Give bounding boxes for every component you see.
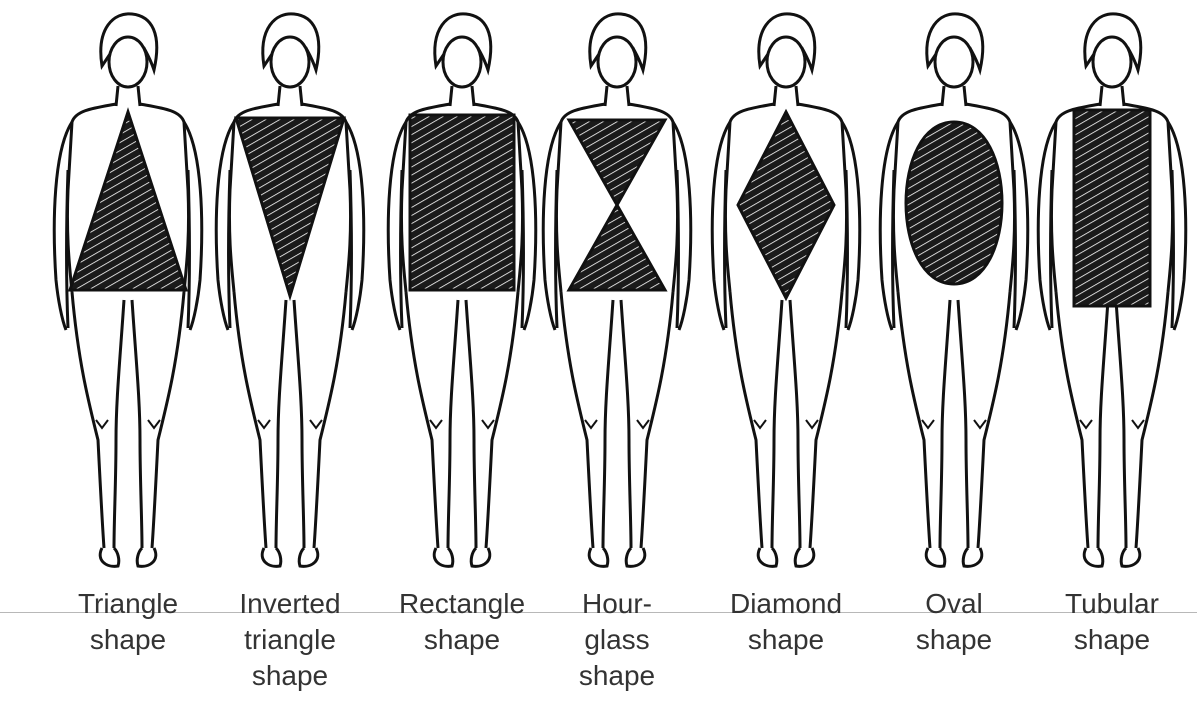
- knees-icon: [258, 420, 322, 428]
- inverted-triangle-shape-overlay: [236, 118, 344, 296]
- figure-diamond: [712, 14, 859, 566]
- hourglass-label-line: glass: [532, 622, 702, 658]
- knees-icon: [1080, 420, 1144, 428]
- feet-icon: [100, 548, 156, 566]
- right-leg-icon: [132, 292, 184, 548]
- feet-icon: [262, 548, 318, 566]
- figure-rectangle: [388, 14, 535, 566]
- head-icon: [598, 37, 636, 87]
- figure-inverted-triangle: [216, 14, 363, 566]
- neck-icon: [278, 86, 302, 106]
- knees-icon: [430, 420, 494, 428]
- rectangle-label-line: Rectangle: [377, 586, 547, 622]
- feet-icon: [1084, 548, 1140, 566]
- hourglass-shape-overlay: [569, 120, 665, 290]
- knees-icon: [96, 420, 160, 428]
- triangle-label-line: Triangle: [43, 586, 213, 622]
- left-leg-icon: [234, 292, 286, 548]
- head-icon: [1093, 37, 1131, 87]
- right-leg-icon: [466, 292, 518, 548]
- knees-icon: [922, 420, 986, 428]
- right-leg-icon: [294, 292, 346, 548]
- feet-icon: [589, 548, 645, 566]
- neck-icon: [1100, 86, 1124, 106]
- tubular-shape-overlay: [1074, 110, 1150, 306]
- right-leg-icon: [958, 292, 1010, 548]
- tubular-label-line: Tubular: [1027, 586, 1197, 622]
- inverted-triangle-label-line: triangle: [205, 622, 375, 658]
- left-leg-icon: [730, 292, 782, 548]
- neck-icon: [774, 86, 798, 106]
- tubular-label-line: shape: [1027, 622, 1197, 658]
- neck-icon: [116, 86, 140, 106]
- feet-icon: [434, 548, 490, 566]
- figure-hourglass: [543, 14, 690, 566]
- left-leg-icon: [561, 292, 613, 548]
- right-leg-icon: [790, 292, 842, 548]
- hourglass-label-line: Hour-: [532, 586, 702, 622]
- figure-tubular: [1038, 14, 1185, 566]
- rectangle-shape-overlay: [410, 115, 514, 290]
- neck-icon: [942, 86, 966, 106]
- figure-oval: [880, 14, 1027, 566]
- head-icon: [767, 37, 805, 87]
- body-shapes-illustration: [0, 0, 1197, 580]
- hourglass-label-line: shape: [532, 658, 702, 694]
- feet-icon: [758, 548, 814, 566]
- left-leg-icon: [406, 292, 458, 548]
- triangle-label-line: shape: [43, 622, 213, 658]
- right-leg-icon: [1116, 292, 1168, 548]
- head-icon: [443, 37, 481, 87]
- head-icon: [271, 37, 309, 87]
- right-leg-icon: [621, 292, 673, 548]
- diamond-label-line: Diamond: [701, 586, 871, 622]
- diamond-shape-overlay: [738, 112, 834, 298]
- neck-icon: [605, 86, 629, 106]
- diamond-label-line: shape: [701, 622, 871, 658]
- rectangle-label-line: shape: [377, 622, 547, 658]
- left-leg-icon: [898, 292, 950, 548]
- triangle-shape-overlay: [70, 112, 186, 290]
- inverted-triangle-label-line: shape: [205, 658, 375, 694]
- head-icon: [935, 37, 973, 87]
- oval-label-line: Oval: [869, 586, 1039, 622]
- oval-label-line: shape: [869, 622, 1039, 658]
- knees-icon: [585, 420, 649, 428]
- oval-shape-overlay: [906, 122, 1002, 284]
- figure-triangle: [54, 14, 201, 566]
- inverted-triangle-label-line: Inverted: [205, 586, 375, 622]
- left-leg-icon: [72, 292, 124, 548]
- neck-icon: [450, 86, 474, 106]
- left-leg-icon: [1056, 292, 1108, 548]
- feet-icon: [926, 548, 982, 566]
- knees-icon: [754, 420, 818, 428]
- head-icon: [109, 37, 147, 87]
